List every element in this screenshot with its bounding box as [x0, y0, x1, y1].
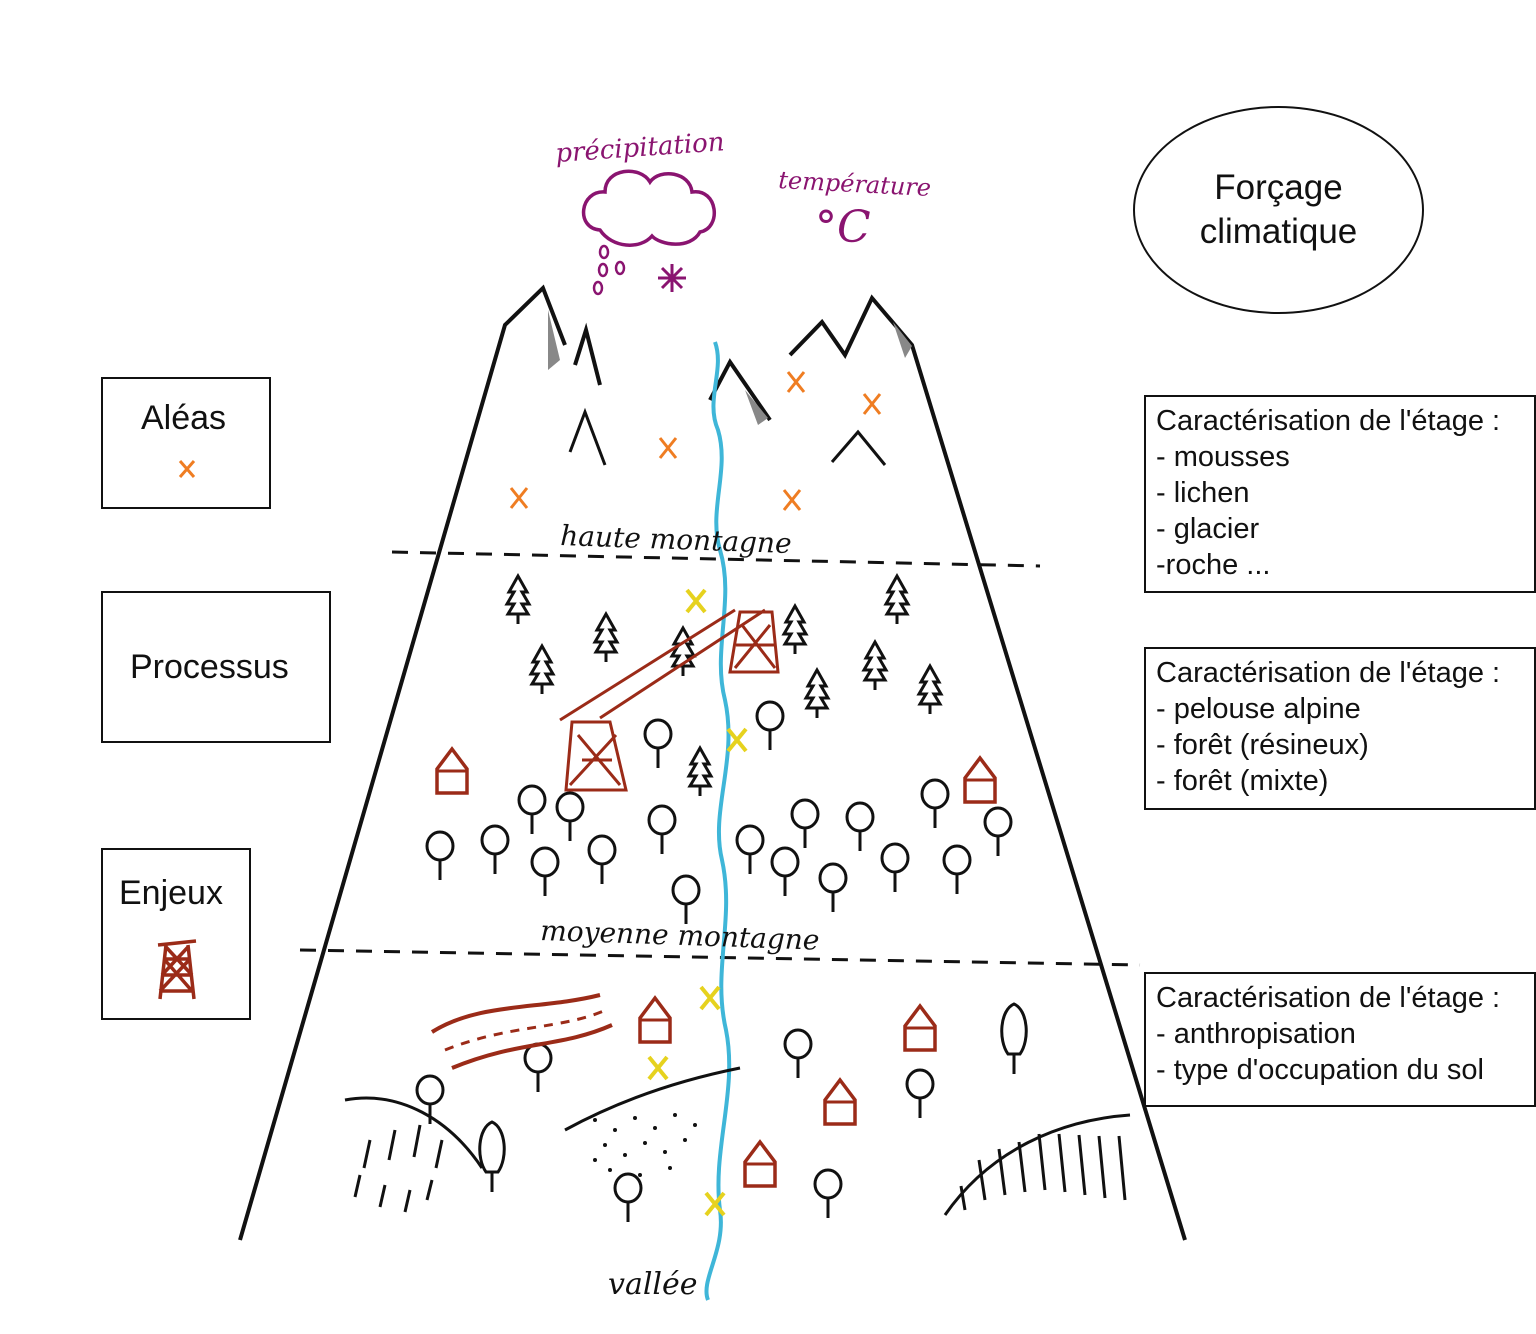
legend-aleas-label: Aléas	[141, 399, 227, 437]
cable-car	[559, 608, 780, 792]
fields	[344, 1066, 1131, 1216]
etage-vallee-box: Caractérisation de l'étage : - anthropis…	[1144, 972, 1536, 1107]
river	[704, 341, 732, 1301]
etage-moyenne-item: - pelouse alpine	[1156, 693, 1361, 725]
legend-processus-box: Processus	[101, 591, 331, 743]
legend-processus-label: Processus	[130, 648, 289, 686]
etage-haute-item: - mousses	[1156, 441, 1290, 473]
field-dots	[593, 1113, 697, 1177]
rain-drops-icon	[592, 244, 626, 296]
moyenne-montagne-label: moyenne montagne	[540, 914, 820, 957]
etage-vallee-title: Caractérisation de l'étage :	[1156, 982, 1501, 1014]
etage-moyenne-title: Caractérisation de l'étage :	[1156, 657, 1501, 689]
upper-boundary	[391, 550, 1041, 568]
etage-moyenne-item: - forêt (mixte)	[1156, 765, 1329, 797]
road	[430, 993, 613, 1070]
climate-title-line1: Forçage	[1214, 168, 1343, 207]
etage-haute-title: Caractérisation de l'étage :	[1156, 405, 1501, 437]
lower-boundary	[299, 948, 1141, 967]
cloud-icon	[582, 169, 716, 247]
houses	[435, 747, 997, 1188]
mountain-outline	[238, 284, 1187, 1241]
haute-montagne-label: haute montagne	[560, 519, 792, 560]
legend-enjeux-box: Enjeux	[101, 848, 251, 1020]
vallee-label: vallée	[608, 1267, 698, 1302]
climate-title-line2: climatique	[1199, 212, 1358, 251]
temperature-unit: °C	[815, 202, 871, 253]
hazard-markers-mid-low	[647, 588, 748, 1217]
etage-haute-item: - glacier	[1156, 513, 1260, 545]
etage-haute-box: Caractérisation de l'étage : - mousses -…	[1144, 395, 1536, 593]
precipitation-label: précipitation	[554, 127, 725, 169]
etage-haute-item: - lichen	[1156, 477, 1250, 509]
legend-enjeux-label: Enjeux	[119, 874, 223, 912]
etage-vallee-item: - anthropisation	[1156, 1018, 1356, 1050]
legend-aleas-box: Aléas	[101, 377, 271, 509]
etage-haute-item: -roche ...	[1156, 549, 1271, 581]
snowflake-icon	[658, 264, 686, 292]
temperature-label: température	[778, 166, 932, 202]
etage-vallee-item: - type d'occupation du sol	[1156, 1054, 1484, 1086]
climate-forcing-ellipse: Forçage climatique	[1133, 106, 1424, 314]
hazard-x-icon	[178, 460, 196, 478]
etage-moyenne-box: Caractérisation de l'étage : - pelouse a…	[1144, 647, 1536, 810]
etage-moyenne-item: - forêt (résineux)	[1156, 729, 1369, 761]
hazard-markers-high	[509, 370, 882, 512]
pylon-icon	[157, 939, 197, 1000]
